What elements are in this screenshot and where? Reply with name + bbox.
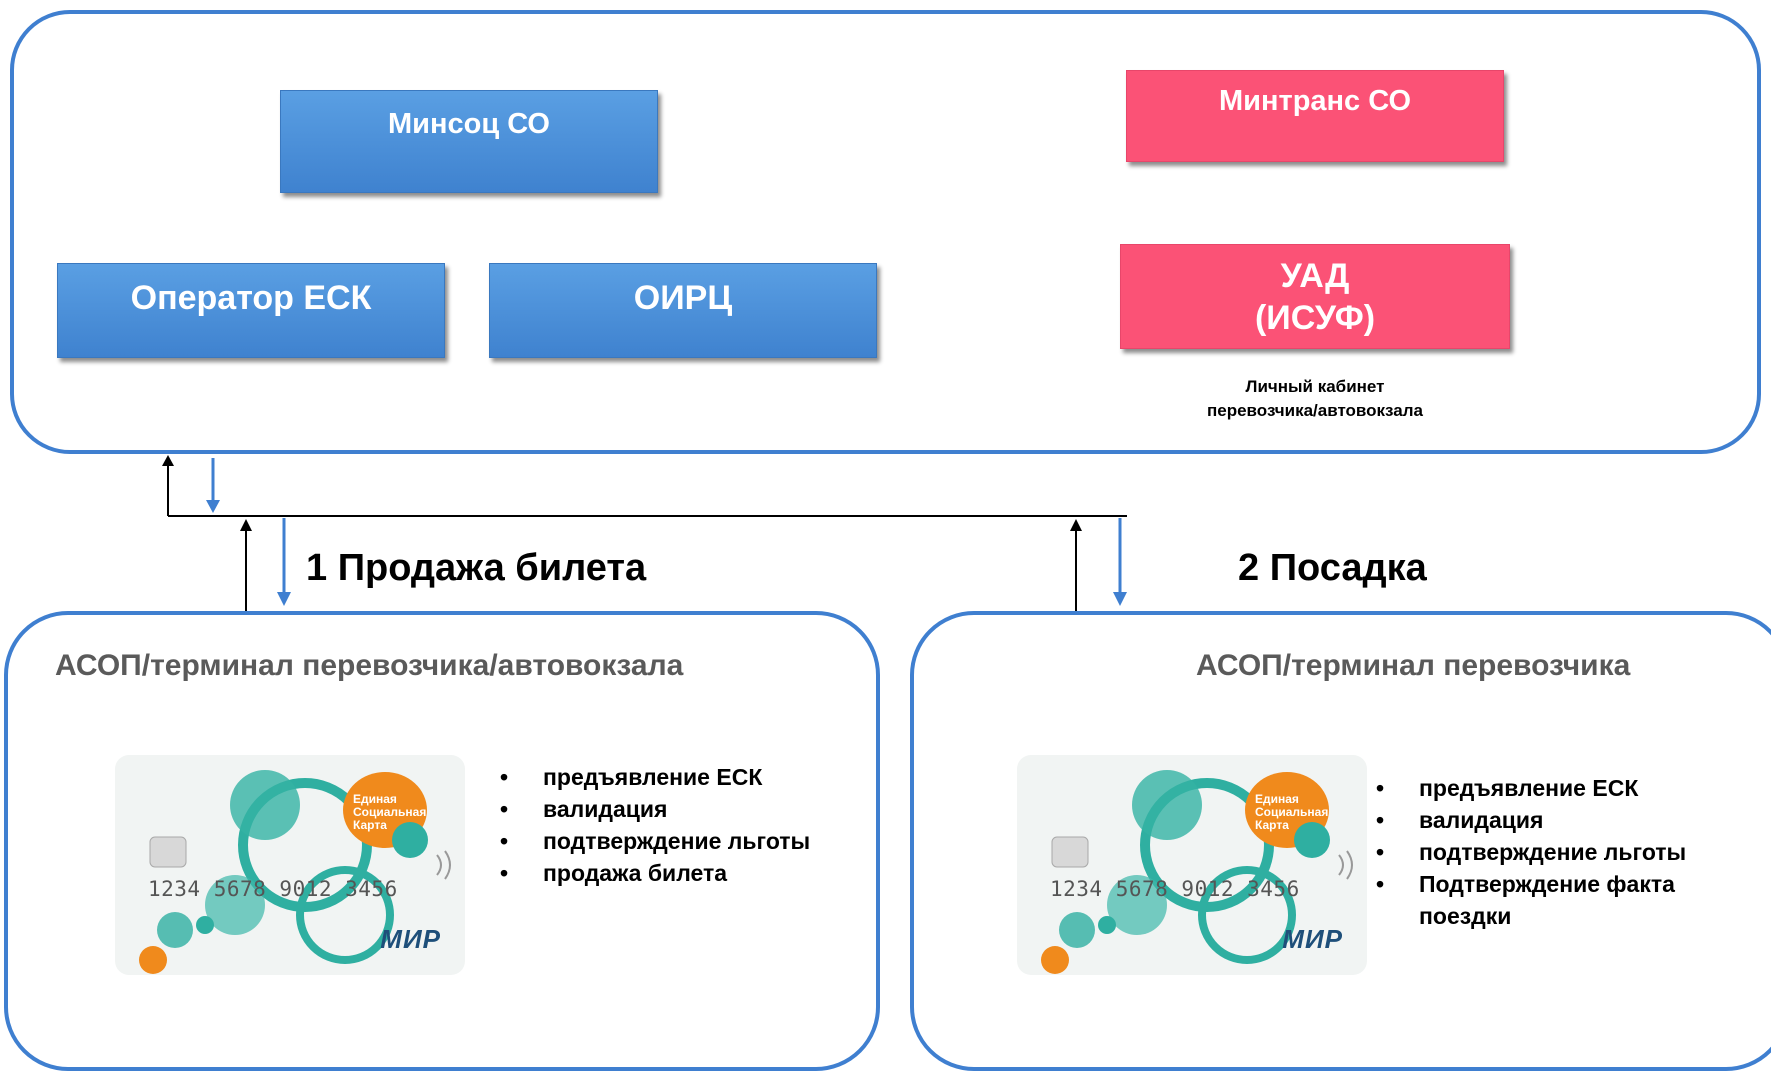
boarding-label: 2 Посадка xyxy=(1238,547,1427,589)
right-down-arrow-head xyxy=(1113,592,1127,606)
cabinet-label-line2: перевозчика/автовокзала xyxy=(1207,401,1423,420)
left-panel-title: АСОП/терминал перевозчика/автовокзала xyxy=(55,649,684,682)
up-arrow-to-top-head xyxy=(162,455,174,466)
list-item: предъявление ЕСК xyxy=(1376,772,1756,804)
connector-arrows xyxy=(162,455,1127,611)
list-item: продажа билета xyxy=(500,857,860,889)
down-arrow-from-top-head xyxy=(206,500,220,513)
left-down-arrow-head xyxy=(277,592,291,606)
card-number: 1234 5678 9012 3456 xyxy=(1050,877,1300,901)
mir-logo: МИР xyxy=(380,924,441,954)
operator-esk-box: Оператор ЕСК xyxy=(57,263,445,358)
left-up-arrow-head xyxy=(240,519,252,531)
carrier-cabinet-label: Личный кабинет перевозчика/автовокзала xyxy=(1160,375,1470,423)
uad-box: УАД (ИСУФ) xyxy=(1120,244,1510,349)
card-title: Единая Социальная Карта xyxy=(1255,792,1329,832)
operator-esk-label: Оператор ЕСК xyxy=(130,279,372,317)
card-pattern xyxy=(139,770,451,974)
right-panel-title: АСОП/терминал перевозчика xyxy=(1196,649,1631,682)
ticket-sale-label: 1 Продажа билета xyxy=(306,547,647,589)
uad-label: УАД xyxy=(1280,256,1350,295)
mintrans-box: Минтранс СО xyxy=(1126,70,1504,162)
card-number: 1234 5678 9012 3456 xyxy=(148,877,398,901)
right-steps-list: предъявление ЕСК валидация подтверждение… xyxy=(1376,772,1756,932)
social-card-image: Единая Социальная Карта 1234 5678 9012 3… xyxy=(115,755,465,975)
minsoc-box: Минсоц СО xyxy=(280,90,658,193)
left-steps-list: предъявление ЕСК валидация подтверждение… xyxy=(500,761,860,889)
oirc-box: ОИРЦ xyxy=(489,263,877,358)
social-card-image: Единая Социальная Карта 1234 5678 9012 3… xyxy=(1017,755,1367,975)
list-item: подтверждение льготы xyxy=(500,825,860,857)
list-item: Подтверждение факта поездки xyxy=(1376,868,1756,932)
list-item: подтверждение льготы xyxy=(1376,836,1756,868)
card-pattern xyxy=(1041,770,1353,974)
card-title: Единая Социальная Карта xyxy=(353,792,427,832)
right-up-arrow-head xyxy=(1070,519,1082,531)
mintrans-label: Минтранс СО xyxy=(1218,85,1412,117)
isuf-label: (ИСУФ) xyxy=(1254,298,1376,337)
list-item: предъявление ЕСК xyxy=(500,761,860,793)
oirc-label: ОИРЦ xyxy=(633,279,733,317)
list-item: валидация xyxy=(500,793,860,825)
cabinet-label-line1: Личный кабинет xyxy=(1245,377,1385,396)
minsoc-label: Минсоц СО xyxy=(387,108,550,140)
list-item: валидация xyxy=(1376,804,1756,836)
mir-logo: МИР xyxy=(1282,924,1343,954)
